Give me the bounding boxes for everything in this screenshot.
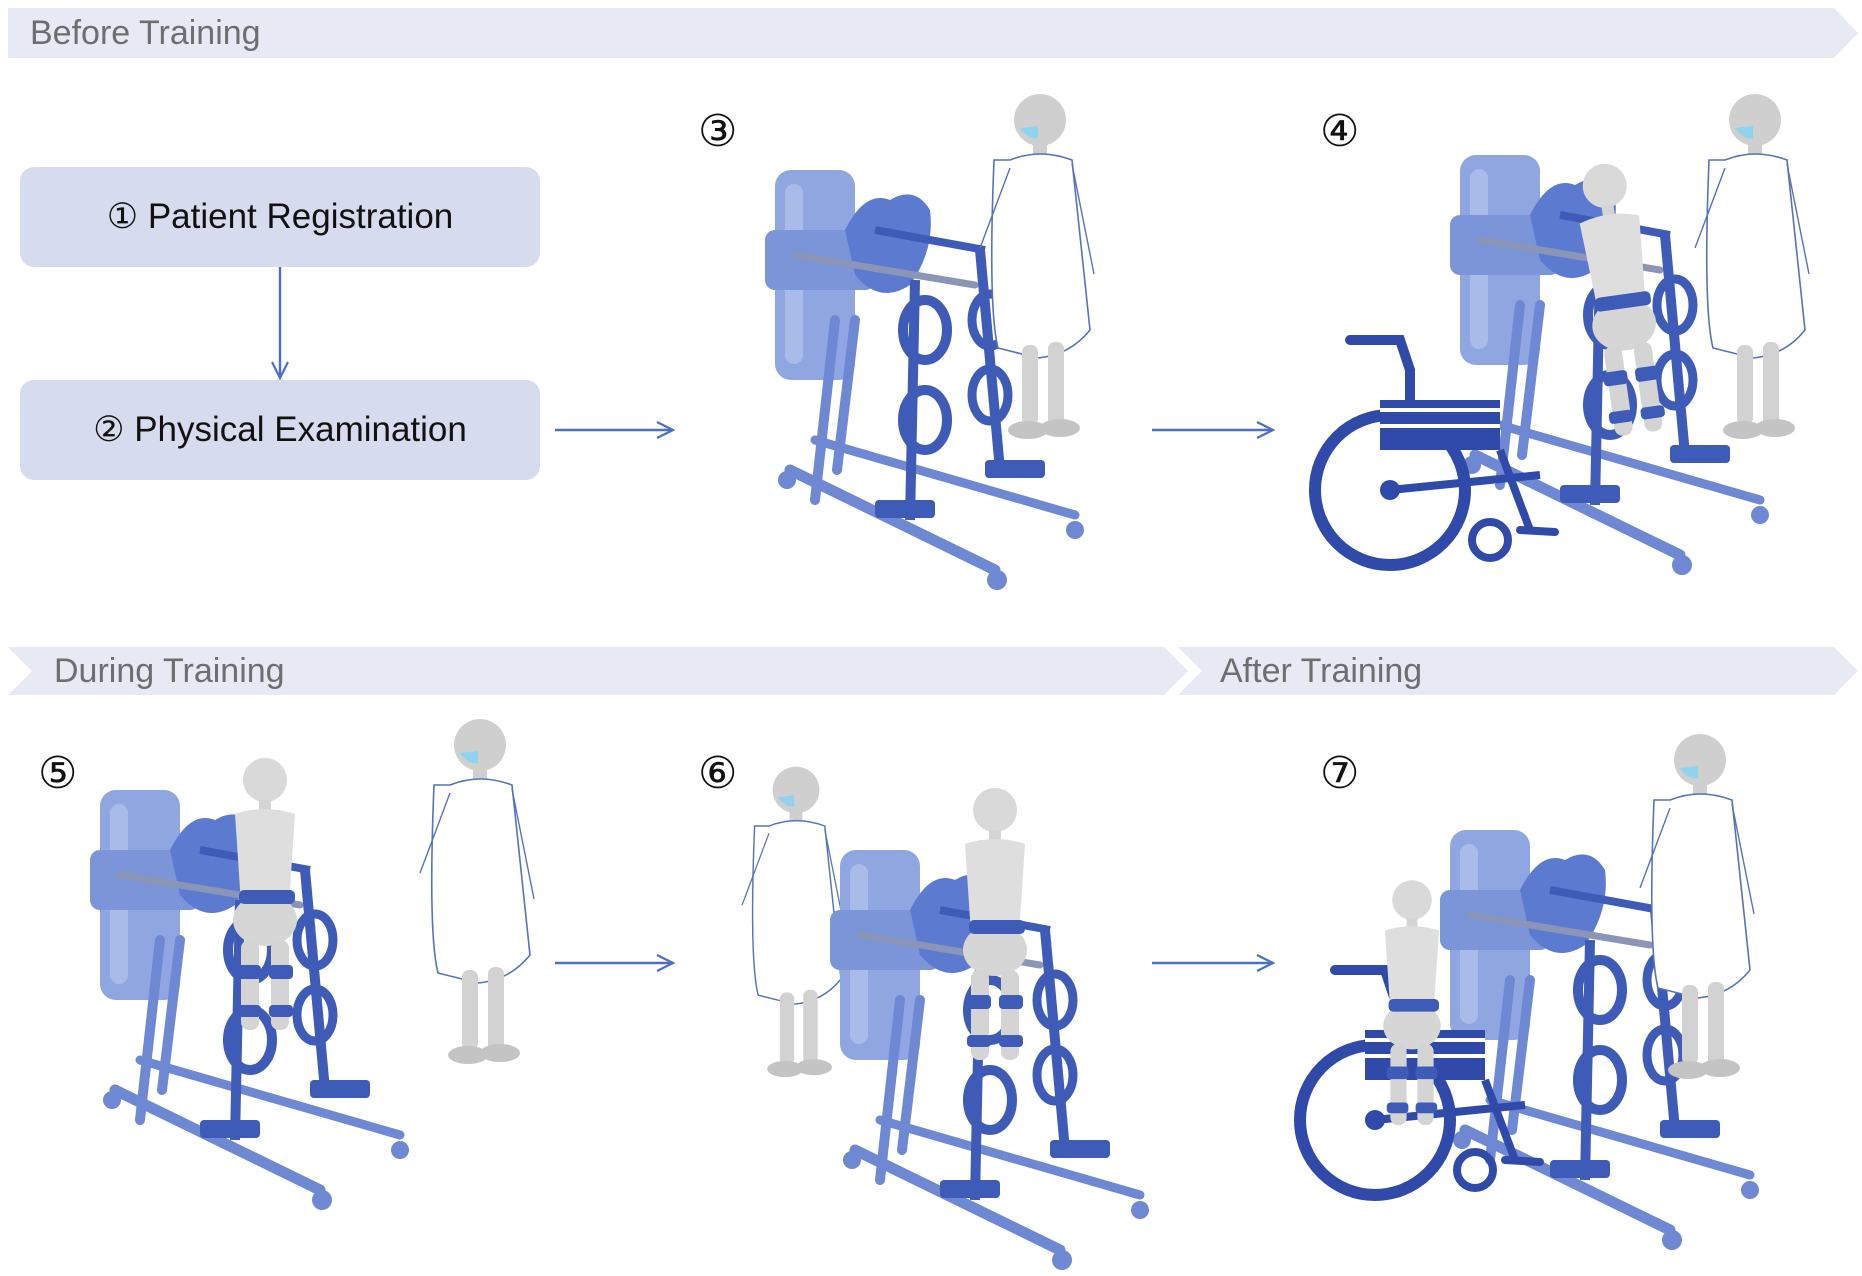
- during-training-banner: During Training: [8, 647, 1188, 695]
- step-3-device-setup-illustration: [765, 93, 1095, 590]
- physical-examination-box: ② Physical Examination: [20, 380, 540, 480]
- step-5-number: ⑤: [38, 748, 78, 799]
- patient-registration-label: ① Patient Registration: [106, 197, 454, 236]
- step-3-number: ③: [698, 106, 738, 157]
- patient-registration-box: ① Patient Registration: [20, 167, 540, 267]
- after-training-banner: After Training: [1178, 647, 1858, 695]
- physical-examination-label: ② Physical Examination: [93, 410, 467, 449]
- step-4-patient-transfer-illustration: [1315, 93, 1810, 575]
- before-training-banner: Before Training: [8, 8, 1858, 58]
- step-6-gait-training-illustration: [741, 765, 1149, 1270]
- step-6-number: ⑥: [698, 748, 738, 799]
- during-training-label: During Training: [54, 652, 285, 690]
- step-7-return-to-wheelchair-illustration: [1300, 733, 1759, 1250]
- step-7-number: ⑦: [1320, 748, 1360, 799]
- step-4-number: ④: [1320, 106, 1360, 157]
- before-training-label: Before Training: [30, 14, 261, 52]
- step-5-standing-training-illustration: [90, 718, 535, 1210]
- after-training-label: After Training: [1220, 652, 1423, 690]
